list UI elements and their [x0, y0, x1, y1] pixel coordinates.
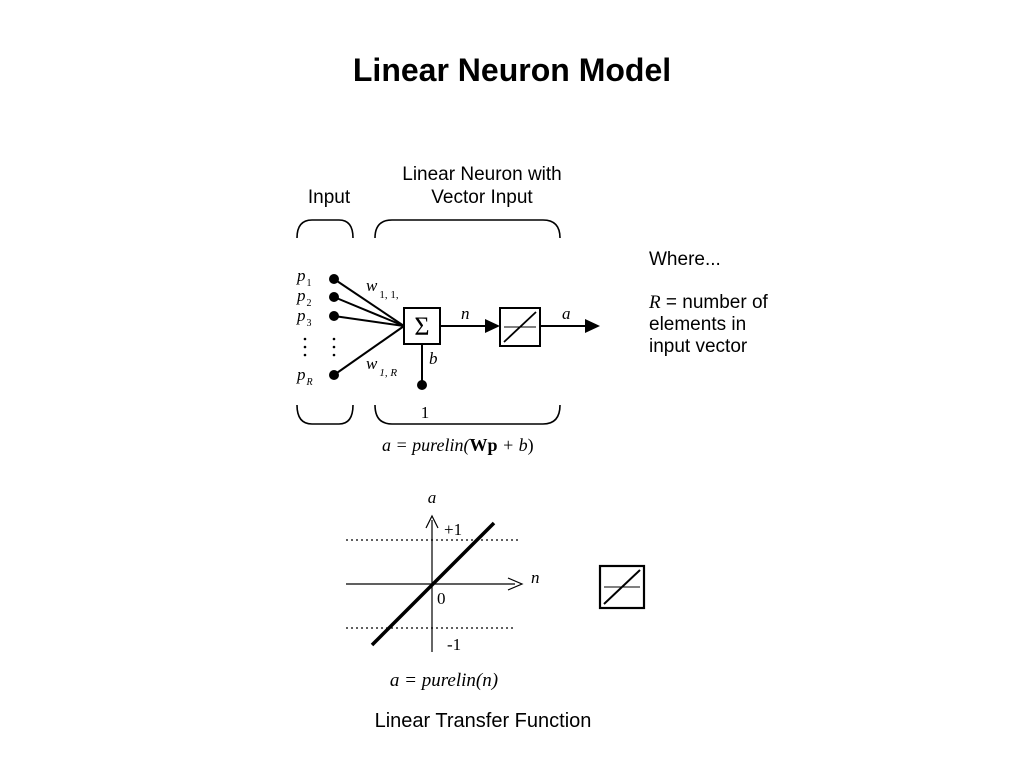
purelin-curve [370, 521, 496, 647]
summation-symbol: Σ [414, 312, 429, 341]
transfer-equation: a = purelin(n) [390, 670, 498, 691]
where-line3: input vector [649, 336, 748, 357]
bias-label: b [429, 349, 438, 368]
where-line1: R = number of [648, 292, 769, 313]
transfer-graph: a n +1 -1 0 a = purelin(n) Linear Transf… [346, 488, 591, 732]
purelin-symbol-icon [598, 564, 646, 610]
where-line2: elements in [649, 314, 746, 335]
weight-line-2 [333, 296, 405, 327]
summation-box [403, 307, 441, 345]
origin-label: 0 [437, 589, 446, 608]
output-arrow-head [585, 319, 600, 333]
net-label: n [461, 304, 470, 323]
input-label-pR: pR [296, 365, 313, 388]
neuron-equation: a = purelin(Wp + b) [382, 435, 534, 456]
transfer-caption: Linear Transfer Function [375, 710, 592, 732]
x-axis-arrow [507, 577, 524, 591]
where-heading: Where... [649, 249, 721, 270]
lower-value-label: -1 [447, 635, 461, 654]
input-top-brace [296, 219, 354, 239]
weight-line-1 [333, 278, 405, 327]
y-axis-arrow [425, 514, 439, 529]
weight-line-3 [333, 315, 405, 327]
neuron-header-line1: Linear Neuron with [402, 164, 561, 185]
neuron-header-line2: Vector Input [431, 187, 533, 208]
weight-line-R [333, 325, 405, 376]
input-header: Input [308, 187, 351, 208]
bias-node [417, 380, 427, 390]
neuron-diagram: Input Linear Neuron with Vector Input p1… [296, 164, 600, 456]
input-label-p3: p3 [296, 306, 312, 329]
neuron-bottom-brace [374, 404, 561, 425]
output-label: a [562, 304, 571, 323]
y-axis-label: a [428, 488, 437, 507]
input-bottom-brace [296, 404, 354, 425]
slide-title: Linear Neuron Model [352, 52, 672, 88]
input-ellipsis [303, 337, 336, 357]
x-axis-label: n [531, 568, 540, 587]
neuron-top-brace [374, 219, 561, 239]
input-label-p1: p1 [296, 266, 312, 289]
upper-value-label: +1 [444, 520, 462, 539]
where-note: Where... R = number of elements in input… [648, 249, 769, 357]
input-label-p2: p2 [296, 286, 312, 309]
bias-input-label: 1 [421, 403, 430, 422]
net-arrow-head [485, 319, 500, 333]
